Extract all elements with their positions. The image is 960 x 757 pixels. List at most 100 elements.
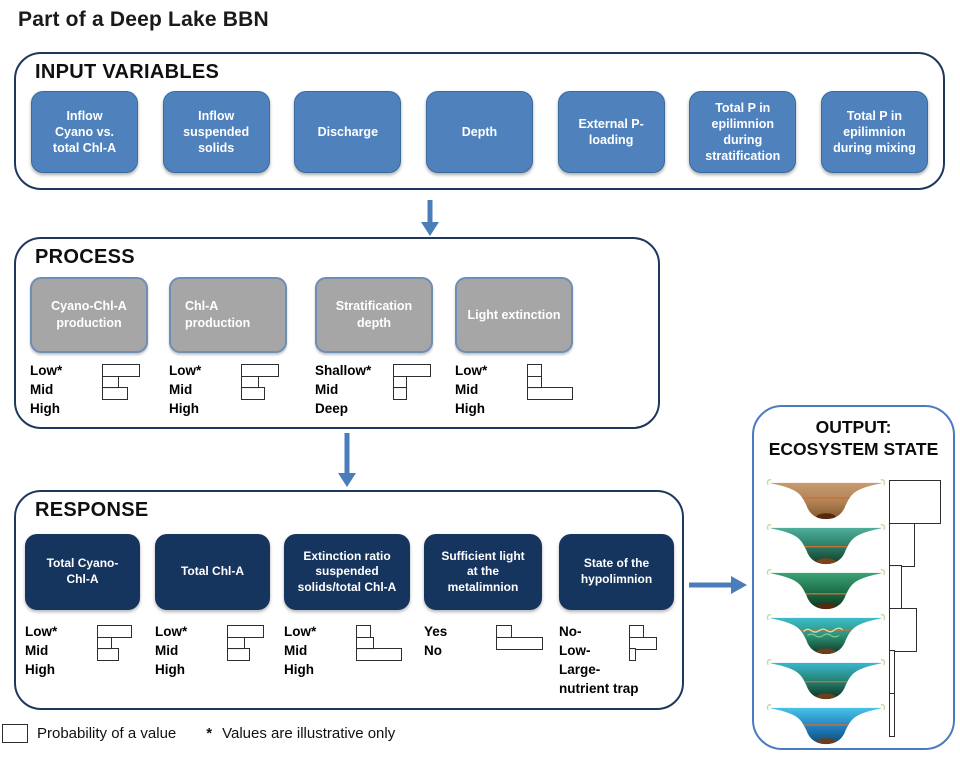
probability-bar [227,648,250,662]
state-label: Mid [169,382,193,397]
state-label: Mid [284,643,308,658]
state-label: High [169,401,199,416]
output-heading: OUTPUT: ECOSYSTEM STATE [754,416,953,460]
lake-cross-section-image [766,659,886,700]
probability-bar [629,648,636,662]
process-node-chla-production: Chl-A production [169,277,287,353]
probability-bar [227,625,264,638]
probability-bar [629,636,657,650]
probability-bar [889,522,915,567]
node-statistics: Low* Mid High [25,622,140,679]
response-section: RESPONSE Total Cyano- Chl-A Low* Mid Hig… [14,490,684,710]
process-node-cyano-chla-production: Cyano-Chl-A production [30,277,148,353]
ecosystem-state-images [765,477,887,747]
probability-box-symbol [2,724,28,743]
lake-cross-section-image [766,704,886,745]
lake-state-turbid-brown-lake [765,477,887,522]
state-label: Mid [315,382,339,397]
state-label: Low* [284,624,317,639]
input-node-inflow-cyano: Inflow Cyano vs. total Chl-A [31,91,138,173]
process-heading: PROCESS [35,246,135,268]
state-label: High [30,401,60,416]
probability-chart [629,625,657,662]
response-node-group: State of the hypolimnion No- Low- Large-… [559,534,674,698]
process-section: PROCESS Cyano-Chl-A production Low* Mid … [14,237,660,429]
lake-cross-section-image [766,614,886,655]
state-label: Low* [25,624,58,639]
state-labels: Low* Mid High [455,361,573,418]
probability-bar [356,648,402,662]
state-label: High [155,662,185,677]
state-label: Deep [315,401,349,416]
state-labels: Low* Mid High [169,361,287,418]
input-node-discharge: Discharge [294,91,402,173]
input-variables-section: INPUT VARIABLES Inflow Cyano vs. total C… [14,52,945,190]
state-label: No- [559,624,582,639]
state-labels: No- Low- Large- nutrient trap [559,622,674,698]
probability-chart [241,364,279,401]
probability-bar [241,387,265,401]
probability-chart [97,625,132,662]
state-label: Low- [559,643,591,658]
state-label: Large- [559,662,601,677]
probability-bar [889,693,895,738]
input-node-total-p-mixing: Total P in epilimnion during mixing [820,91,928,173]
node-statistics: No- Low- Large- nutrient trap [559,622,674,698]
output-heading-line1: OUTPUT: [815,417,892,437]
response-node-state-of-hypolimnion: State of the hypolimnion [559,534,674,610]
asterisk-marker: * [206,725,213,742]
node-statistics: Low* Mid High [284,622,410,679]
state-label: nutrient trap [559,681,639,696]
probability-bar [97,625,132,638]
state-label: Mid [30,382,54,397]
state-labels: Low* Mid High [25,622,140,679]
state-labels: Shallow* Mid Deep [315,361,433,418]
input-node-inflow-suspended-solids: Inflow suspended solids [162,91,270,173]
node-statistics: Shallow* Mid Deep [315,361,433,418]
input-node-row: Inflow Cyano vs. total Chl-A Inflow susp… [31,91,928,173]
node-statistics: Yes No [424,622,543,660]
arrow-down-icon [338,433,356,487]
process-node-group: Light extinction Low* Mid High [455,277,573,418]
output-heading-line2: ECOSYSTEM STATE [768,439,939,459]
state-label: Mid [455,382,479,397]
state-label: High [284,662,314,677]
response-node-group: Extinction ratio suspended solids/total … [284,534,410,679]
ecosystem-state-probability-chart [889,480,941,738]
response-node-group: Total Chl-A Low* Mid High [155,534,270,679]
arrow-down-icon [421,200,439,236]
lake-cross-section-image [766,479,886,520]
output-ecosystem-state-section: OUTPUT: ECOSYSTEM STATE [752,405,955,750]
probability-bar [102,387,128,401]
input-node-depth: Depth [425,91,533,173]
node-statistics: Low* Mid High [30,361,148,418]
response-node-group: Total Cyano- Chl-A Low* Mid High [25,534,140,679]
probability-bar [393,387,407,401]
state-label: Mid [155,643,179,658]
probability-bar [889,607,917,652]
state-label: Low* [455,363,488,378]
legend-label: Probability of a value [37,725,177,742]
state-label: High [455,401,485,416]
state-labels: Low* Mid High [284,622,410,679]
probability-bar [241,364,279,377]
response-node-sufficient-light: Sufficient light at the metalimnion [424,534,542,610]
probability-bar [496,636,543,650]
process-node-group: Stratification depth Shallow* Mid Deep [315,277,433,418]
probability-chart [393,364,431,401]
probability-chart [527,364,573,401]
response-node-total-chla: Total Chl-A [155,534,270,610]
state-label: Yes [424,624,448,639]
lake-state-green-lake [765,567,887,612]
node-statistics: Low* Mid High [169,361,287,418]
input-variables-heading: INPUT VARIABLES [35,61,220,83]
state-label: Low* [30,363,63,378]
node-statistics: Low* Mid High [455,361,573,418]
state-labels: Low* Mid High [30,361,148,418]
state-label: No [424,643,442,658]
response-node-extinction-ratio: Extinction ratio suspended solids/total … [284,534,410,610]
process-node-stratification-depth: Stratification depth [315,277,433,353]
input-node-total-p-stratification: Total P in epilimnion during stratificat… [689,91,797,173]
lake-state-clear-lake-with-macrophytes [765,612,887,657]
